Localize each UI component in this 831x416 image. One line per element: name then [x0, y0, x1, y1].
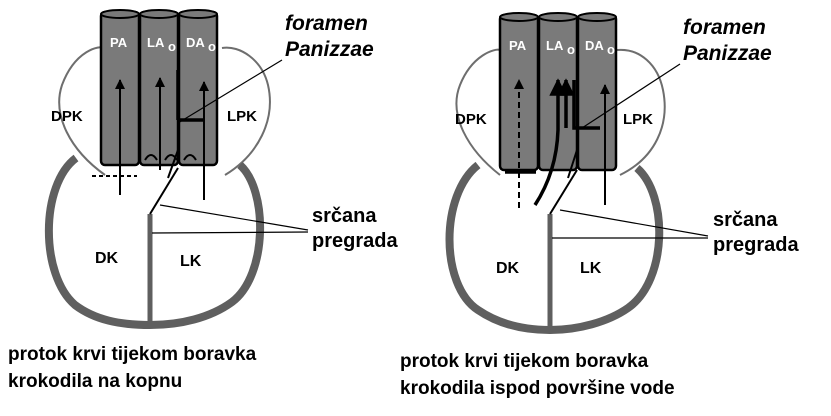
septum-label-line2: pregrada [713, 234, 799, 256]
panel-underwater: PA LA o DA o DPK LPK DK LK foramen Paniz… [400, 12, 799, 399]
vessel-top [499, 12, 539, 22]
septum-label-line1: srčana [713, 209, 778, 231]
right-atrium-outline [58, 46, 106, 176]
vessel-top [538, 12, 578, 22]
vessel-label-dao-sub: o [208, 39, 216, 54]
left-atrium-outline [221, 46, 271, 176]
vessel-top [577, 12, 617, 22]
vessel-label-lao-sub: o [567, 42, 575, 57]
ventricle-label-right: DK [496, 260, 520, 277]
atrium-label-left: LPK [623, 111, 653, 128]
foramen-pointer [581, 63, 681, 129]
vessel-top [139, 9, 179, 19]
foramen-label-line2: Panizzae [683, 42, 772, 65]
septum-pointer-2 [151, 231, 309, 234]
ventricle-wall [445, 161, 664, 335]
ventricle-label-right: DK [95, 250, 119, 267]
vessel-label-lao: LA [147, 35, 165, 50]
atrium-label-right: DPK [455, 111, 487, 128]
caption-line1: protok krvi tijekom boravka [400, 351, 649, 372]
septum-label-line2: pregrada [312, 230, 398, 252]
foramen-pointer [177, 59, 283, 124]
septum-upper [549, 169, 578, 215]
vessel-top [178, 9, 218, 19]
vessel-label-lao-sub: o [168, 39, 176, 54]
left-atrium-outline [616, 48, 666, 176]
septum-upper [149, 167, 179, 215]
ventricle-label-left: LK [580, 260, 602, 277]
foramen-label-line1: foramen [285, 12, 368, 35]
panel-land: PA LA o DA o DPK LPK DK LK foramen Paniz… [8, 9, 398, 392]
ventricle-label-left: LK [180, 253, 202, 270]
foramen-label-line2: Panizzae [285, 38, 374, 61]
caption-line2: krokodila na kopnu [8, 371, 182, 392]
foramen-channel-lower [167, 149, 179, 179]
atrium-label-left: LPK [227, 108, 257, 125]
vessel-label-lao: LA [546, 38, 564, 53]
vessel-top [100, 9, 140, 19]
vessel-label-pa: PA [110, 35, 128, 50]
septum-pointer-1 [559, 209, 709, 237]
vessel-label-dao: DA [186, 35, 205, 50]
right-atrium-outline [455, 48, 501, 176]
ventricle-wall [44, 154, 265, 330]
vessel-label-dao-sub: o [607, 42, 615, 57]
atrium-label-right: DPK [51, 108, 83, 125]
caption-line2: krokodila ispod površine vode [400, 378, 675, 399]
foramen-label-line1: foramen [683, 16, 766, 39]
vessel-label-pa: PA [509, 38, 527, 53]
foramen-channel [572, 80, 600, 130]
septum-pointer-1 [159, 204, 309, 231]
caption-line1: protok krvi tijekom boravka [8, 344, 257, 365]
shunt-path [533, 129, 560, 206]
lv-flow-line [567, 149, 578, 179]
septum-label-line1: srčana [312, 205, 377, 227]
vessel-label-dao: DA [585, 38, 604, 53]
